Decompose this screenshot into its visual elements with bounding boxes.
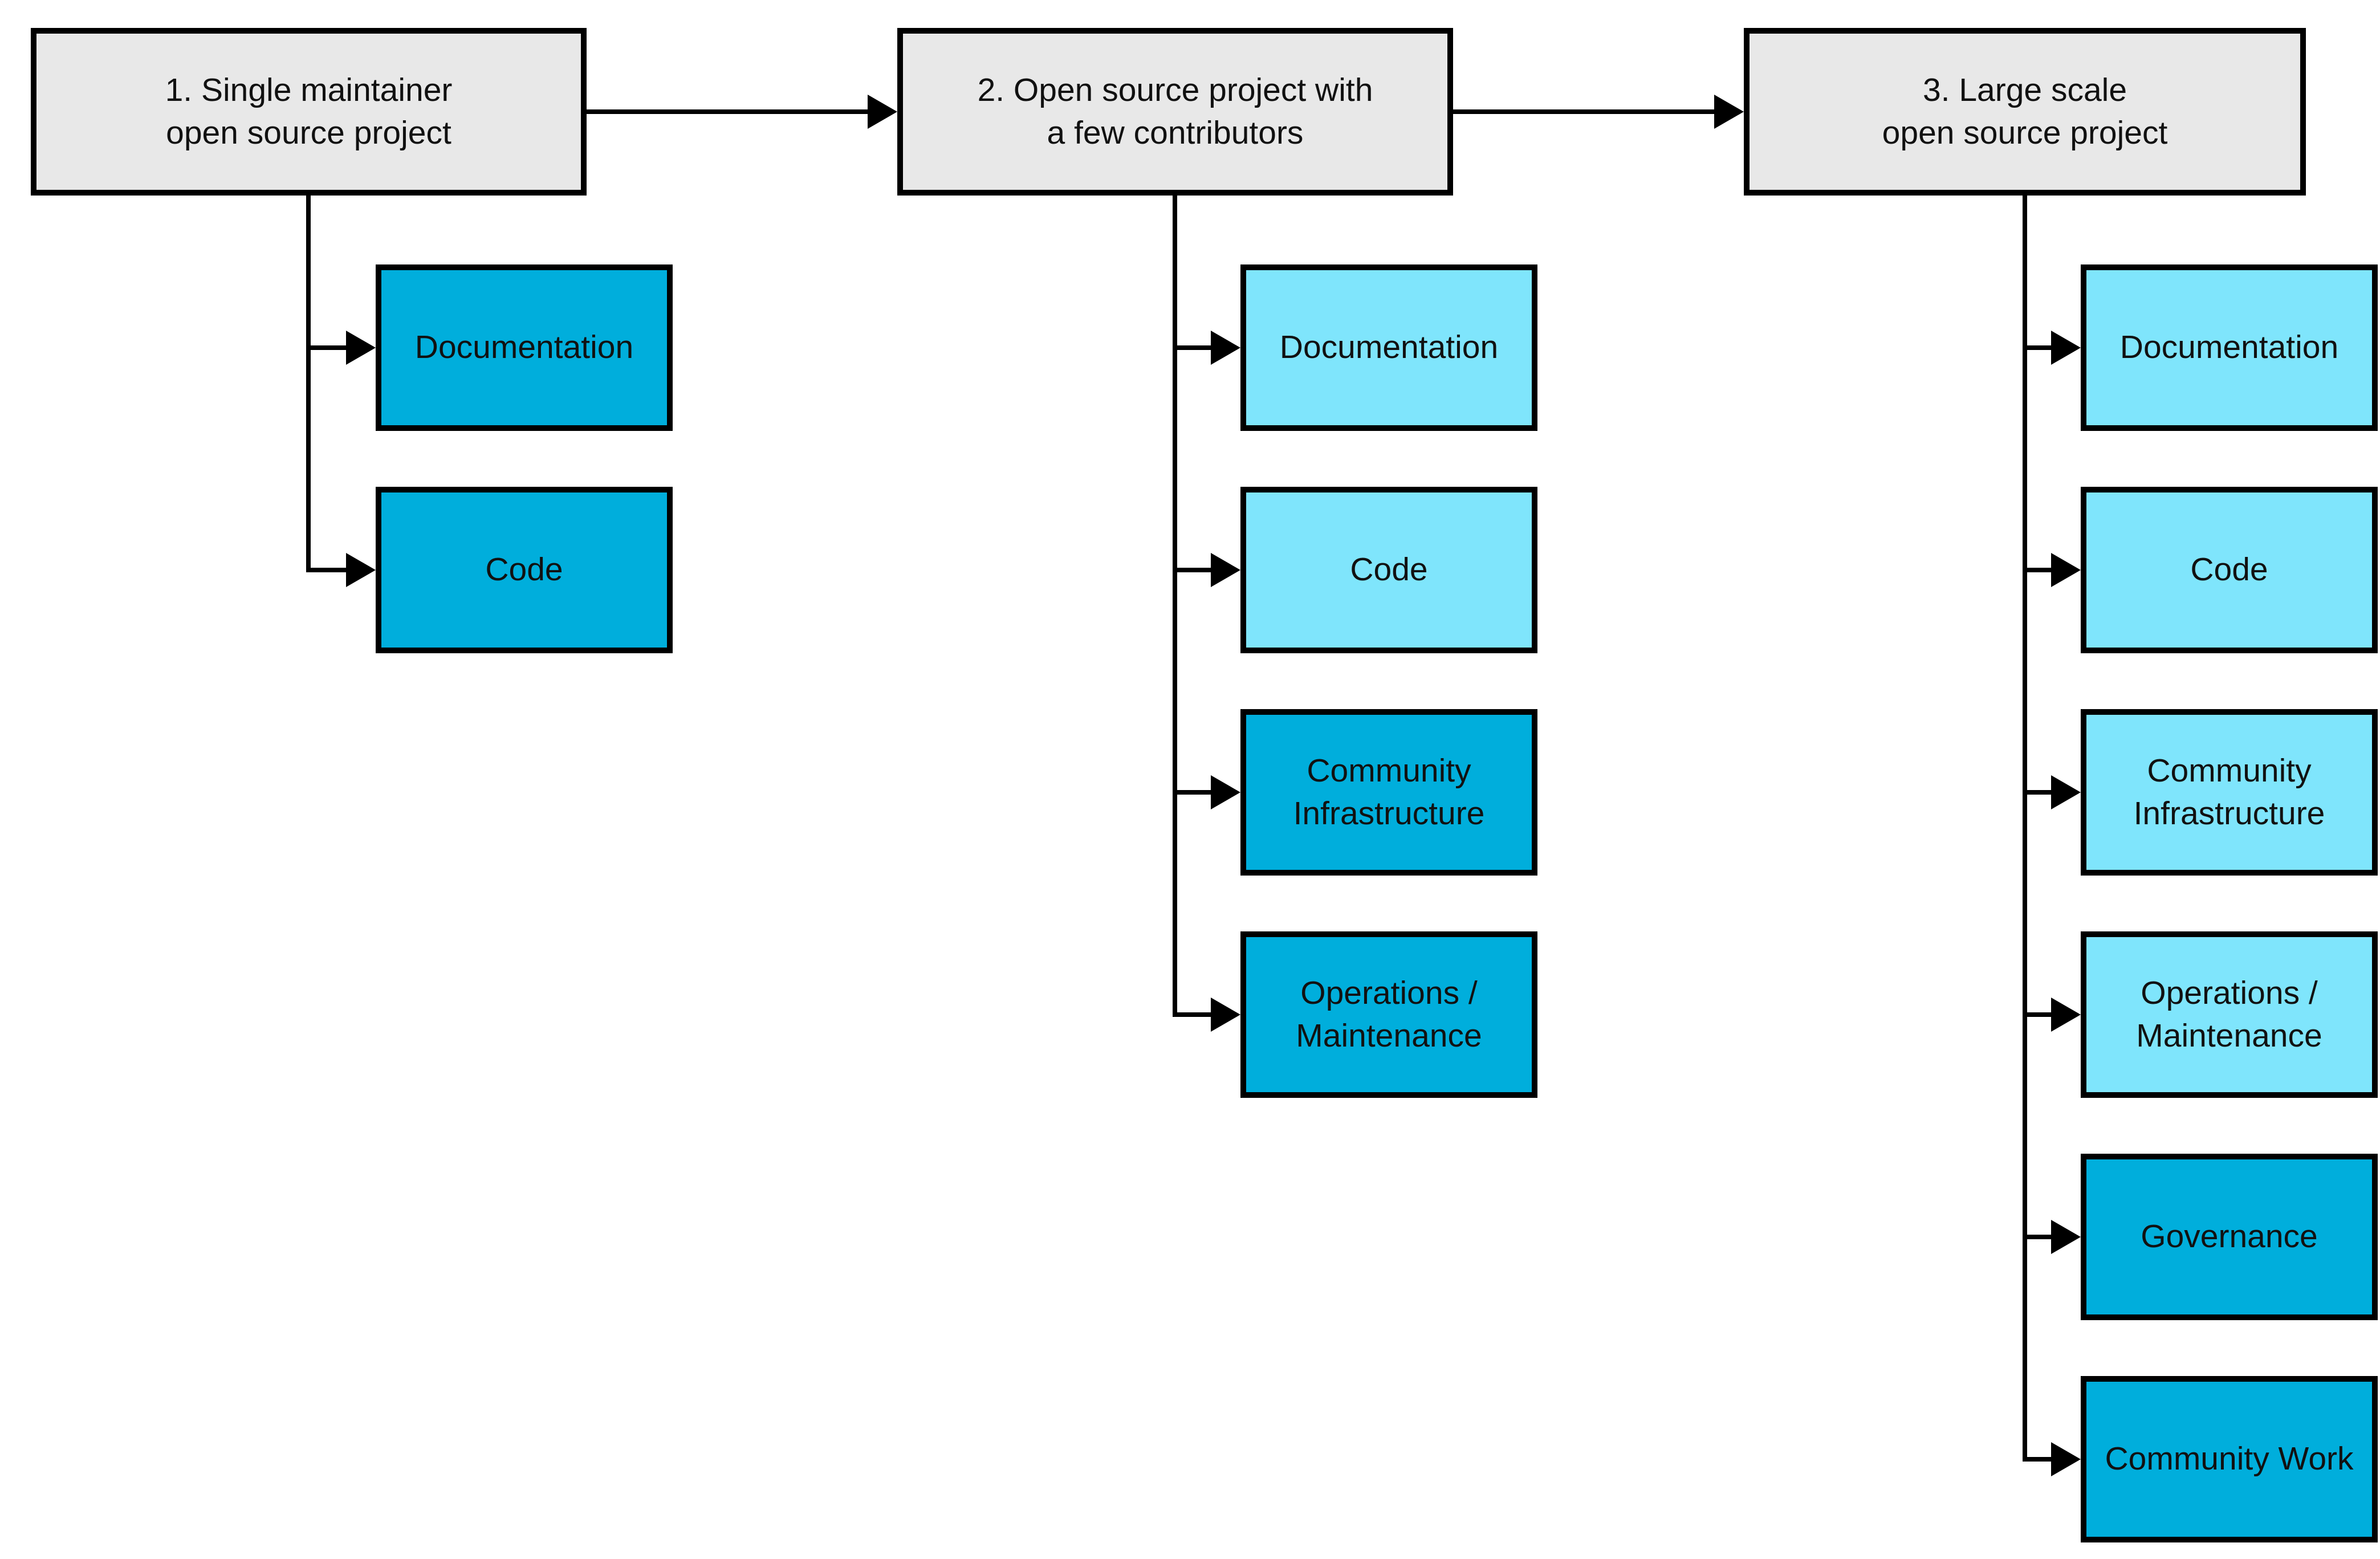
stage-3-branch-line bbox=[2023, 790, 2052, 795]
stage-2-box-code: Code bbox=[1240, 487, 1537, 653]
arrowhead-stage3-documentation bbox=[2051, 331, 2081, 365]
arrowhead-stage2-community-infrastructure bbox=[1211, 775, 1240, 809]
stage-1-box-code: Code bbox=[376, 487, 673, 653]
arrowhead-stage1-documentation bbox=[346, 331, 376, 365]
arrowhead-stage2-documentation bbox=[1211, 331, 1240, 365]
stage-3-box-operations-maintenance: Operations / Maintenance bbox=[2081, 931, 2378, 1098]
stage-2-branch-line bbox=[1173, 568, 1212, 572]
arrowhead-stage2-code bbox=[1211, 553, 1240, 587]
arrowhead-stage1-code bbox=[346, 553, 376, 587]
arrowhead-stage2 bbox=[868, 95, 897, 129]
stage-1-header: 1. Single maintainer open source project bbox=[31, 28, 587, 196]
stage-3-branch-line bbox=[2023, 1235, 2052, 1239]
arrowhead-stage3-community-infrastructure bbox=[2051, 775, 2081, 809]
stage-2-box-documentation: Documentation bbox=[1240, 264, 1537, 431]
stage-2-box-community-infrastructure: Community Infrastructure bbox=[1240, 709, 1537, 876]
stage-3-box-documentation: Documentation bbox=[2081, 264, 2378, 431]
stage-3-branch-line bbox=[2023, 1012, 2052, 1017]
stage-1-trunk-line bbox=[306, 196, 311, 572]
stage-3-box-community-infrastructure: Community Infrastructure bbox=[2081, 709, 2378, 876]
arrowhead-stage3-code bbox=[2051, 553, 2081, 587]
stage-2-header: 2. Open source project with a few contri… bbox=[897, 28, 1453, 196]
stage-3-header: 3. Large scale open source project bbox=[1744, 28, 2306, 196]
stage-2-box-operations-maintenance: Operations / Maintenance bbox=[1240, 931, 1537, 1098]
stage-2-branch-line bbox=[1173, 790, 1212, 795]
stage-3-branch-line bbox=[2023, 345, 2052, 350]
stage-3-branch-line bbox=[2023, 1457, 2052, 1462]
stage-1-branch-line bbox=[306, 568, 347, 572]
connector-stage2-to-stage3 bbox=[1453, 109, 1715, 114]
arrowhead-stage3-community-work bbox=[2051, 1442, 2081, 1476]
stage-3-branch-line bbox=[2023, 568, 2052, 572]
arrowhead-stage2-operations-maintenance bbox=[1211, 998, 1240, 1032]
stage-2-branch-line bbox=[1173, 345, 1212, 350]
stage-1-box-documentation: Documentation bbox=[376, 264, 673, 431]
arrowhead-stage3 bbox=[1714, 95, 1744, 129]
stage-3-box-governance: Governance bbox=[2081, 1154, 2378, 1320]
stage-3-box-community-work: Community Work bbox=[2081, 1376, 2378, 1542]
connector-stage1-to-stage2 bbox=[587, 109, 869, 114]
arrowhead-stage3-governance bbox=[2051, 1220, 2081, 1254]
stage-2-branch-line bbox=[1173, 1012, 1212, 1017]
stage-3-box-code: Code bbox=[2081, 487, 2378, 653]
stage-3-trunk-line bbox=[2023, 196, 2027, 1462]
stage-1-branch-line bbox=[306, 345, 347, 350]
arrowhead-stage3-operations-maintenance bbox=[2051, 998, 2081, 1032]
stage-2-trunk-line bbox=[1173, 196, 1177, 1017]
